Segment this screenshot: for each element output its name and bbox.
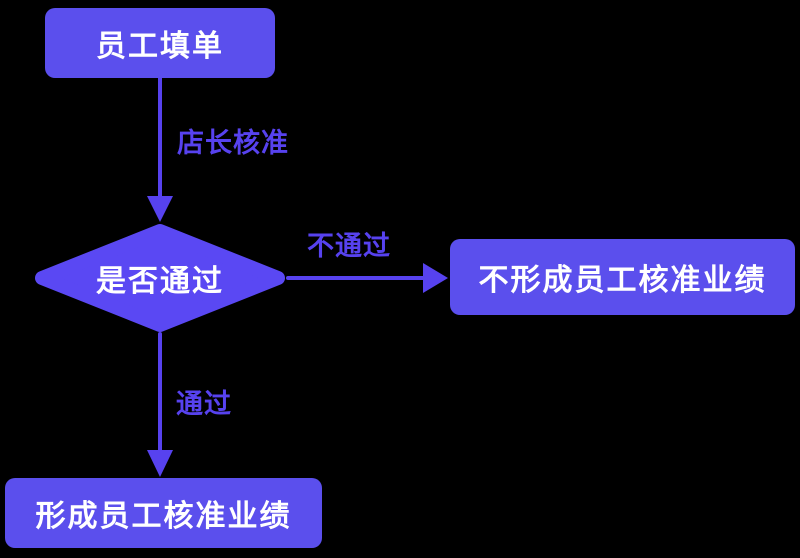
arrowhead-down-icon	[147, 196, 173, 222]
arrowhead-down-icon	[147, 450, 173, 477]
node-start: 员工填单	[45, 8, 275, 78]
diamond-shape-icon	[35, 224, 285, 332]
node-approve-label: 形成员工核准业绩	[35, 500, 292, 533]
node-decision: 是否通过	[32, 222, 288, 334]
arrowhead-right-icon	[423, 263, 448, 293]
edge-label-manager-approval: 店长核准	[177, 128, 289, 158]
node-reject: 不形成员工核准业绩	[450, 239, 795, 315]
node-decision-label: 是否通过	[96, 265, 224, 298]
node-approve: 形成员工核准业绩	[5, 478, 322, 548]
node-reject-label: 不形成员工核准业绩	[478, 264, 767, 297]
node-start-label: 员工填单	[96, 30, 224, 63]
edge-label-fail: 不通过	[307, 231, 391, 261]
edge-label-pass: 通过	[176, 389, 232, 419]
